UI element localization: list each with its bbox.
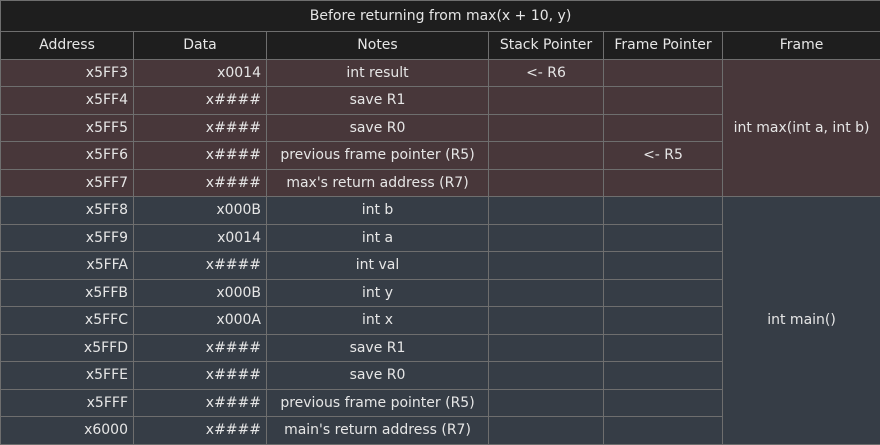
frame-pointer-cell <box>604 389 723 417</box>
address-cell: x5FF5 <box>1 114 134 142</box>
stack-pointer-cell <box>489 334 604 362</box>
stack-pointer-cell <box>489 252 604 280</box>
column-header-address: Address <box>1 32 134 60</box>
frame-pointer-cell <box>604 279 723 307</box>
notes-cell: int result <box>267 59 489 87</box>
frame-pointer-cell <box>604 224 723 252</box>
data-cell: x0014 <box>134 59 267 87</box>
address-cell: x5FFC <box>1 307 134 335</box>
data-cell: x000B <box>134 279 267 307</box>
column-header-frame-pointer: Frame Pointer <box>604 32 723 60</box>
frame-label-main: int main() <box>723 197 880 445</box>
data-cell: x#### <box>134 87 267 115</box>
address-cell: x5FF3 <box>1 59 134 87</box>
column-header-stack-pointer: Stack Pointer <box>489 32 604 60</box>
column-header-data: Data <box>134 32 267 60</box>
stack-pointer-cell <box>489 417 604 445</box>
frame-label-max: int max(int a, int b) <box>723 59 880 197</box>
address-cell: x5FF7 <box>1 169 134 197</box>
notes-cell: int x <box>267 307 489 335</box>
data-cell: x#### <box>134 252 267 280</box>
address-cell: x5FF8 <box>1 197 134 225</box>
data-cell: x0014 <box>134 224 267 252</box>
address-cell: x5FFA <box>1 252 134 280</box>
notes-cell: int a <box>267 224 489 252</box>
frame-pointer-cell <box>604 87 723 115</box>
frame-pointer-cell <box>604 362 723 390</box>
stack-pointer-cell <box>489 224 604 252</box>
data-cell: x#### <box>134 169 267 197</box>
notes-cell: max's return address (R7) <box>267 169 489 197</box>
notes-cell: save R0 <box>267 362 489 390</box>
data-cell: x#### <box>134 334 267 362</box>
notes-cell: save R1 <box>267 87 489 115</box>
address-cell: x5FFF <box>1 389 134 417</box>
frame-pointer-cell <box>604 417 723 445</box>
notes-cell: previous frame pointer (R5) <box>267 142 489 170</box>
stack-pointer-cell <box>489 362 604 390</box>
stack-pointer-cell <box>489 87 604 115</box>
notes-cell: save R1 <box>267 334 489 362</box>
notes-cell: previous frame pointer (R5) <box>267 389 489 417</box>
stack-pointer-cell: <- R6 <box>489 59 604 87</box>
frame-pointer-cell <box>604 307 723 335</box>
address-cell: x5FF9 <box>1 224 134 252</box>
address-cell: x5FFD <box>1 334 134 362</box>
address-cell: x5FFE <box>1 362 134 390</box>
stack-pointer-cell <box>489 142 604 170</box>
stack-pointer-cell <box>489 169 604 197</box>
notes-cell: save R0 <box>267 114 489 142</box>
column-header-notes: Notes <box>267 32 489 60</box>
address-cell: x6000 <box>1 417 134 445</box>
frame-pointer-cell <box>604 252 723 280</box>
data-cell: x#### <box>134 362 267 390</box>
address-cell: x5FF4 <box>1 87 134 115</box>
notes-cell: int y <box>267 279 489 307</box>
data-cell: x000B <box>134 197 267 225</box>
stack-pointer-cell <box>489 279 604 307</box>
frame-pointer-cell <box>604 334 723 362</box>
stack-pointer-cell <box>489 307 604 335</box>
frame-pointer-cell <box>604 59 723 87</box>
address-cell: x5FF6 <box>1 142 134 170</box>
data-cell: x#### <box>134 114 267 142</box>
data-cell: x#### <box>134 389 267 417</box>
column-header-frame: Frame <box>723 32 880 60</box>
data-cell: x000A <box>134 307 267 335</box>
notes-cell: int b <box>267 197 489 225</box>
address-cell: x5FFB <box>1 279 134 307</box>
data-cell: x#### <box>134 142 267 170</box>
notes-cell: main's return address (R7) <box>267 417 489 445</box>
stack-pointer-cell <box>489 389 604 417</box>
stack-pointer-cell <box>489 114 604 142</box>
frame-pointer-cell <box>604 169 723 197</box>
notes-cell: int val <box>267 252 489 280</box>
frame-pointer-cell <box>604 114 723 142</box>
data-cell: x#### <box>134 417 267 445</box>
table-title: Before returning from max(x + 10, y) <box>1 1 880 32</box>
frame-pointer-cell: <- R5 <box>604 142 723 170</box>
stack-pointer-cell <box>489 197 604 225</box>
frame-pointer-cell <box>604 197 723 225</box>
